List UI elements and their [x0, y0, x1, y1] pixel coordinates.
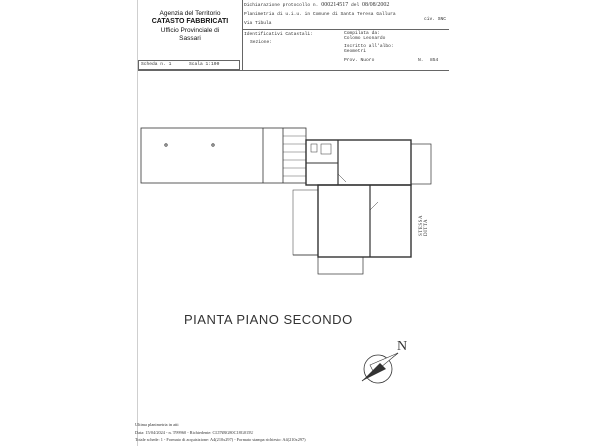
stessa-ditta-label: STESSA DITTA	[419, 215, 429, 236]
north-arrow-icon	[361, 352, 399, 384]
scala-label: Scala 1:100	[189, 62, 220, 67]
north-label: N	[397, 339, 408, 354]
iscritto-label: Iscritto all'albo:	[344, 44, 394, 49]
agency-line4: Sassari	[179, 35, 201, 43]
compilata-name: Colomo Leonardo	[344, 36, 386, 41]
protocol-number: 000214517	[321, 2, 349, 8]
prov-label: Prov. Nuoro	[344, 58, 375, 63]
agency-line2: CATASTO FABBRICATI	[151, 18, 229, 26]
header-divider-h	[242, 29, 450, 30]
agency-line3: Ufficio Provinciale di	[160, 26, 220, 34]
sezione-label: Sezione:	[250, 40, 273, 45]
address: Via Tibula	[244, 21, 272, 26]
protocol-date: 08/08/2002	[362, 2, 390, 8]
planimetria-text: Planimetria di u.i.u. in Comune di Santa…	[244, 12, 396, 17]
sheet-header: Agenzia del Territorio CATASTO FABBRICAT…	[138, 0, 450, 71]
iscritto-value: Geometri	[344, 49, 367, 54]
compilata-label: Compilata da:	[344, 31, 380, 36]
header-divider	[242, 0, 243, 70]
plan-title: PIANTA PIANO SECONDO	[184, 312, 353, 327]
scheda-box: Scheda n. 1 Scala 1:100	[138, 60, 240, 70]
scheda-label: Scheda n. 1	[141, 62, 172, 67]
cadastral-sheet: Agenzia del Territorio CATASTO FABBRICAT…	[135, 0, 567, 446]
right-margin	[449, 0, 595, 446]
footer-line3: Totale schede: 1 - Formato di acquisizio…	[135, 437, 306, 442]
footer-line2: Data: 15/04/2024 - n. T99960 - Richieden…	[135, 430, 254, 435]
footer-line1: Ultima planimetria in atti	[135, 422, 179, 427]
n-value: 854	[430, 58, 439, 63]
identificativi-label: Identificativi Catastali:	[244, 32, 313, 37]
protocol-row: Dichiarazione protocollo n. 000214517 de…	[244, 2, 390, 8]
civ: civ. SNC	[424, 17, 447, 22]
agency-block: Agenzia del Territorio CATASTO FABBRICAT…	[138, 10, 242, 44]
lower-rooms	[317, 184, 412, 258]
agency-line1: Agenzia del Territorio	[159, 10, 221, 17]
stair-block	[140, 127, 307, 184]
floor-plan	[140, 127, 432, 275]
n-label: N.	[418, 58, 424, 63]
